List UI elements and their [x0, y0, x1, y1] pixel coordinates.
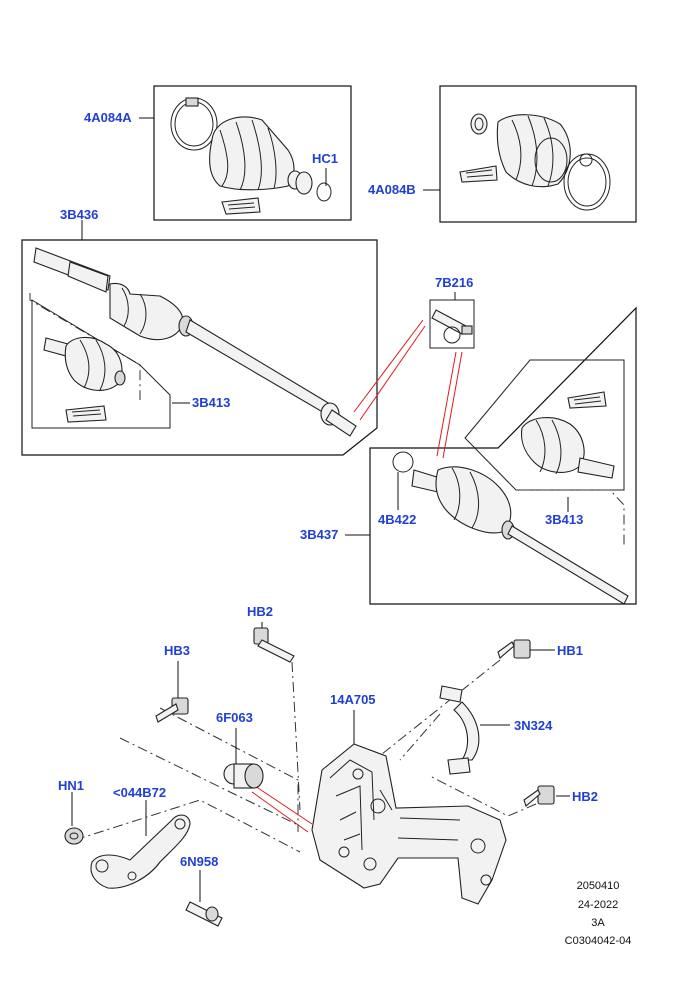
bolt-hb3: [155, 697, 189, 723]
bracket-044b72: [90, 814, 191, 889]
drive-shaft-3b436: [33, 247, 357, 437]
bolt-hb1: [497, 639, 531, 659]
callout-4b422: 4B422: [378, 512, 416, 527]
ref-line-2: 24-2022: [578, 899, 618, 911]
callout-6n958: 6N958: [180, 854, 218, 869]
callout-3b437: 3B437: [300, 527, 338, 542]
transmission-mount-14a705: [311, 743, 507, 905]
frame-4a084a: [153, 85, 352, 221]
boot-kit-b: [459, 113, 611, 211]
callout-hb3: HB3: [164, 643, 190, 658]
kit-dash-right: [520, 489, 625, 548]
callout-3b436: 3B436: [60, 207, 98, 222]
frame-3b413-top: [31, 299, 171, 429]
boot-kit-a: [170, 97, 332, 215]
callout-3b413-top: 3B413: [192, 395, 230, 410]
seal-kit-7b216: [429, 299, 475, 349]
ref-line-4: C0304042-04: [565, 935, 632, 947]
callout-3b413-right: 3B413: [545, 512, 583, 527]
callout-hc1: HC1: [312, 151, 338, 166]
nut-hn1: [64, 827, 84, 845]
bushing-6f063: [223, 763, 264, 789]
callout-hb2-top: HB2: [247, 604, 273, 619]
drive-shaft-3b437: [392, 451, 629, 605]
frame-3b437: [369, 306, 637, 605]
clamp-3n324: [439, 685, 480, 775]
callout-7b216: 7B216: [435, 275, 473, 290]
leader-lines: [71, 117, 570, 902]
red-leaders: [251, 319, 463, 833]
cv-joint-kit-top: [43, 336, 126, 423]
callout-044b72: <044B72: [113, 785, 166, 800]
ref-line-3: 3A: [591, 917, 605, 929]
callout-hb1: HB1: [557, 643, 583, 658]
callout-3n324: 3N324: [514, 718, 553, 733]
frame-3b436: [21, 239, 378, 456]
callout-hb2-right: HB2: [572, 789, 598, 804]
callout-hn1: HN1: [58, 778, 84, 793]
frame-3b413-right: [464, 359, 625, 491]
callout-4a084a: 4A084A: [84, 110, 132, 125]
reference-block: 2050410 24-2022 3A C0304042-04: [565, 880, 632, 947]
bolt-hb2-top: [253, 627, 295, 663]
bolt-hb2-right: [523, 785, 555, 807]
callout-14a705: 14A705: [330, 692, 376, 707]
cv-joint-kit-right: [520, 391, 615, 479]
assembly-guides: [74, 659, 537, 853]
callout-labels: 4A084A HC1 4A084B 3B436 7B216 3B413 4B42…: [58, 110, 598, 869]
kit-dash-left: [29, 293, 141, 400]
ref-line-1: 2050410: [577, 880, 620, 892]
stud-6n958: [185, 901, 223, 927]
callout-4a084b: 4A084B: [368, 182, 416, 197]
frame-4a084b: [439, 85, 637, 223]
callout-6f063: 6F063: [216, 710, 253, 725]
